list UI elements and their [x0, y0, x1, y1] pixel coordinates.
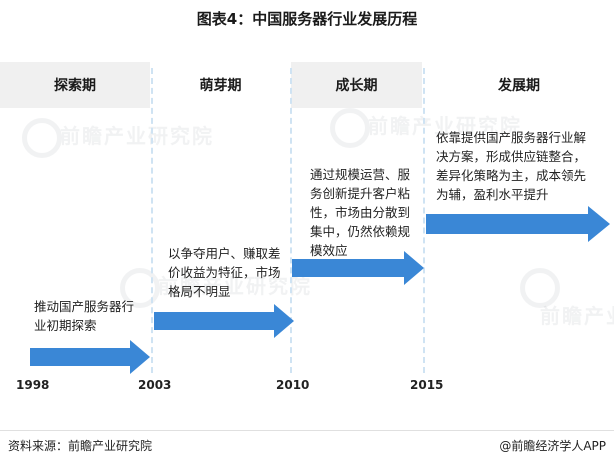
watermark-logo-icon: [120, 268, 160, 308]
stage-divider: [423, 68, 425, 373]
stage-description-growth: 通过规模运营、服务创新提升客户粘性，市场由分散到集中，仍然依赖规模效应: [310, 167, 411, 258]
stage-description-development: 依靠提供国产服务器行业解决方案，形成供应链整合，差异化策略为主，成本领先为辅，盈…: [436, 130, 587, 202]
stage-arrow-exploration: [30, 340, 150, 374]
watermark-text: 前瞻产业研究院: [368, 114, 522, 138]
brand-credit: @前瞻经济学人APP: [499, 439, 606, 453]
watermark-logo-icon: [520, 268, 560, 308]
year-label-2015: 2015: [410, 378, 444, 392]
stage-divider: [151, 68, 153, 373]
stage-arrow-development: [426, 206, 610, 242]
watermark-text: 前瞻产业研究院: [540, 304, 614, 328]
stage-description-budding: 以争夺用户、赚取差价收益为特征，市场格局不明显: [168, 246, 281, 299]
watermark-text: 前瞻产业研究院: [60, 124, 214, 148]
watermark-text: 前瞻产业研究院: [158, 274, 312, 298]
year-label-1998: 1998: [16, 378, 50, 392]
source-note: 资料来源：前瞻产业研究院: [8, 439, 153, 453]
year-label-2010: 2010: [276, 378, 310, 392]
stage-header-budding: 萌芽期: [199, 78, 242, 94]
footer-divider: [0, 430, 614, 431]
chart-title: 图表4：中国服务器行业发展历程: [196, 10, 418, 28]
stage-divider: [290, 68, 292, 373]
stage-arrow-growth: [292, 251, 424, 285]
year-label-2003: 2003: [138, 378, 172, 392]
watermark-logo-icon: [330, 108, 370, 148]
stage-description-exploration: 推动国产服务器行业初期探索: [34, 299, 135, 333]
watermark-logo-icon: [22, 118, 62, 158]
stage-arrow-budding: [154, 304, 294, 338]
stage-header-development: 发展期: [498, 78, 540, 94]
stage-header-exploration: 探索期: [0, 62, 150, 108]
stage-header-growth: 成长期: [291, 62, 422, 108]
